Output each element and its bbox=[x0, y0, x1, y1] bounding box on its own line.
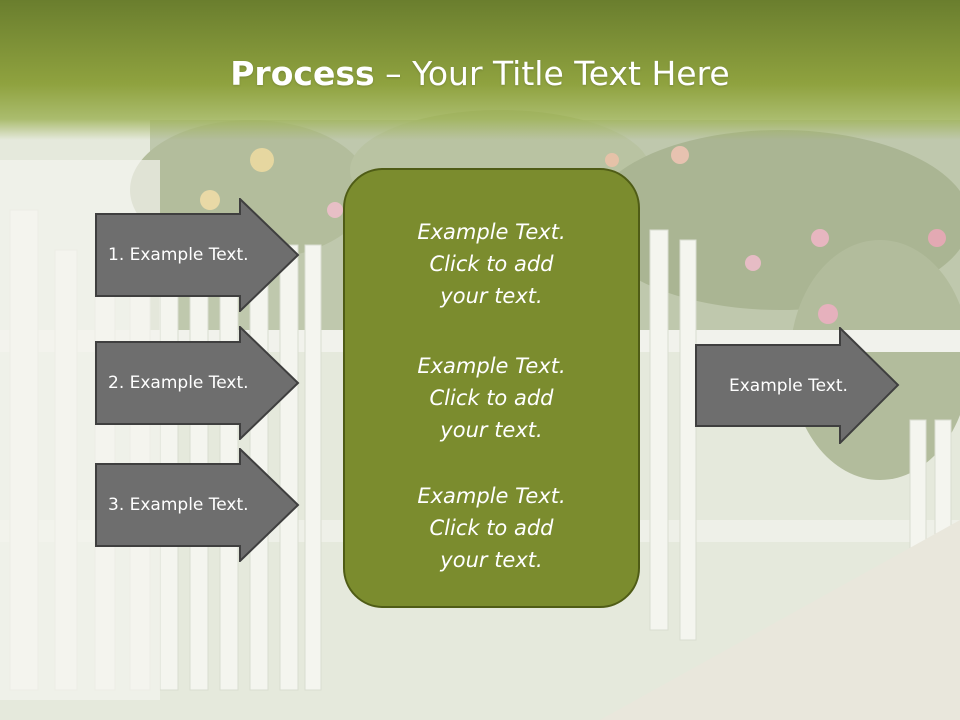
arrow-step-3[interactable]: 3. Example Text. bbox=[95, 448, 300, 562]
center-item-1-line-1: Example Text. bbox=[417, 220, 566, 244]
arrow-right-shape bbox=[95, 326, 300, 440]
slide-title: Process – Your Title Text Here bbox=[0, 52, 960, 96]
center-text-box[interactable]: Example Text. Click to add your text. Ex… bbox=[343, 168, 640, 608]
title-bold: Process bbox=[230, 54, 375, 93]
arrow-result[interactable]: Example Text. bbox=[695, 327, 900, 444]
arrow-result-label: Example Text. bbox=[729, 375, 848, 396]
center-item-3-line-2: Click to add bbox=[429, 516, 554, 540]
arrow-right-shape bbox=[95, 198, 300, 312]
center-item-2[interactable]: Example Text. Click to add your text. bbox=[345, 350, 638, 446]
center-item-1-line-3: your text. bbox=[440, 284, 543, 308]
title-band bbox=[0, 0, 960, 140]
center-item-2-line-2: Click to add bbox=[429, 386, 554, 410]
center-item-2-line-1: Example Text. bbox=[417, 354, 566, 378]
arrow-right-shape bbox=[695, 327, 900, 444]
arrow-step-1-label: 1. Example Text. bbox=[108, 245, 249, 265]
center-item-3-line-1: Example Text. bbox=[417, 484, 566, 508]
arrow-step-3-label: 3. Example Text. bbox=[108, 495, 249, 515]
arrow-right-shape bbox=[95, 448, 300, 562]
center-item-3-line-3: your text. bbox=[440, 548, 543, 572]
arrow-step-2[interactable]: 2. Example Text. bbox=[95, 326, 300, 440]
arrow-step-1[interactable]: 1. Example Text. bbox=[95, 198, 300, 312]
center-item-1-line-2: Click to add bbox=[429, 252, 554, 276]
center-item-1[interactable]: Example Text. Click to add your text. bbox=[345, 216, 638, 312]
center-item-2-line-3: your text. bbox=[440, 418, 543, 442]
center-item-3[interactable]: Example Text. Click to add your text. bbox=[345, 480, 638, 576]
title-rest: – Your Title Text Here bbox=[374, 54, 730, 93]
arrow-step-2-label: 2. Example Text. bbox=[108, 373, 249, 393]
